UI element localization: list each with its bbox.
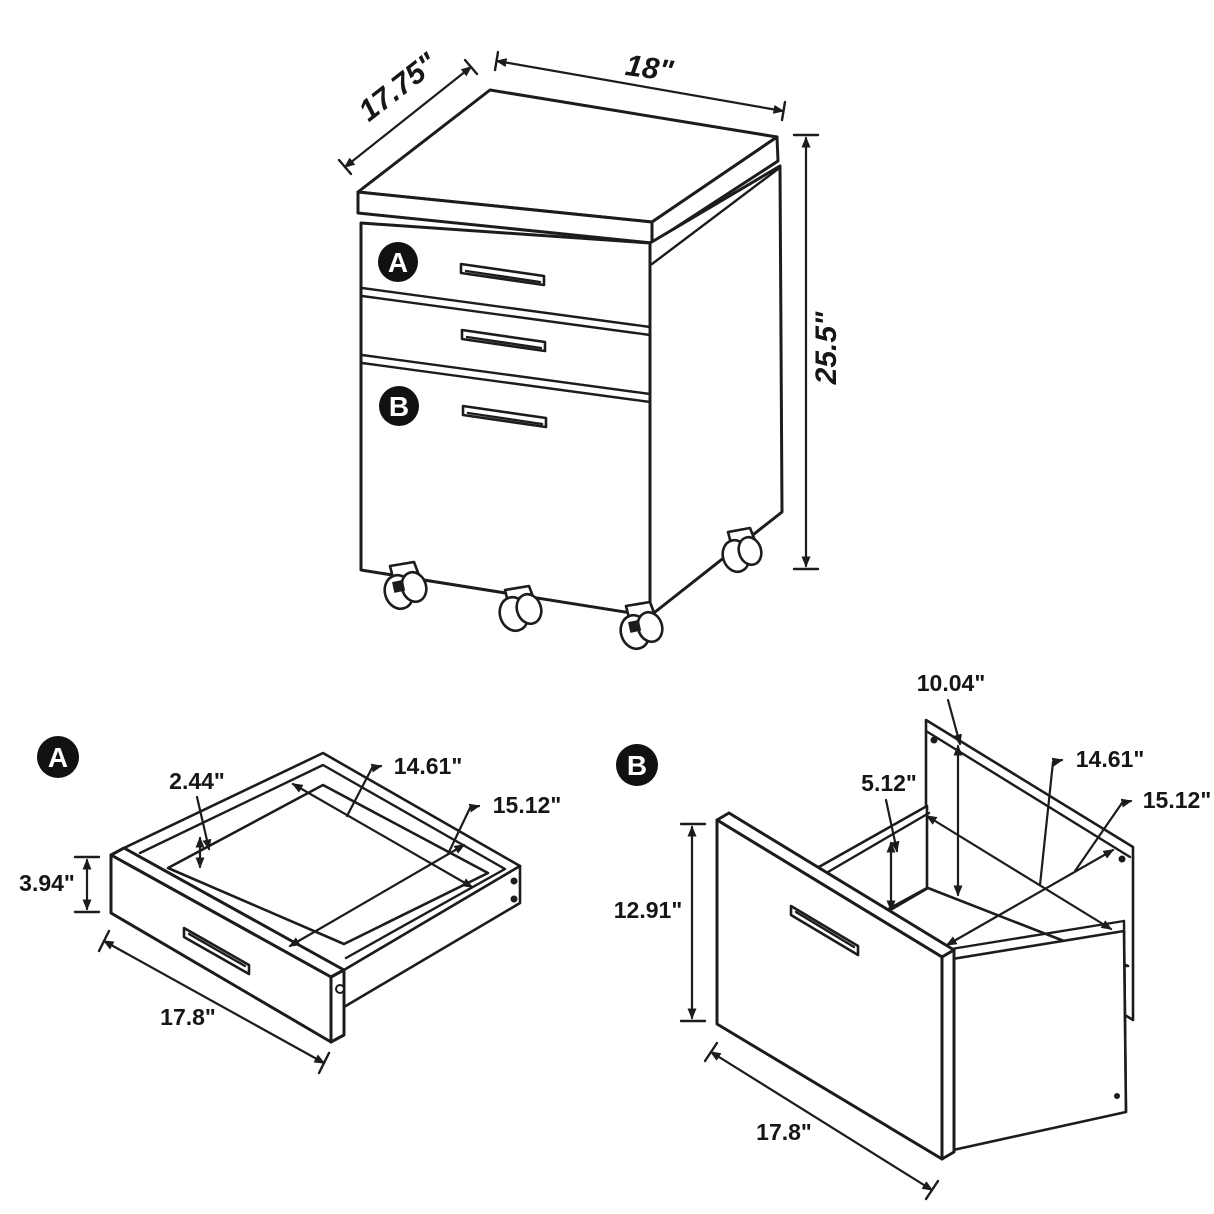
drawer-b-badge: B	[616, 744, 658, 786]
drawer-a-dim-inner-depth: 15.12"	[288, 792, 561, 948]
drawer-a-handle	[459, 262, 546, 287]
drawer-a-dim-front-height-label: 3.94"	[19, 870, 75, 896]
drawer-a-dim-front-width-label: 17.8"	[160, 1004, 216, 1030]
drawer-a-dim-inner-height-label: 2.44"	[169, 768, 225, 794]
cabinet-side-top-edge	[650, 167, 780, 266]
drawer-b-screw-hole-2	[1118, 855, 1126, 863]
cabinet-badge-b: B	[379, 386, 419, 426]
drawer-b-dim-back-height-label: 10.04"	[917, 670, 985, 696]
drawer-b-drawing: B 10.04" 5.12"	[614, 670, 1211, 1201]
drawer-mid-handle	[460, 328, 547, 353]
cabinet-dim-height: 25.5"	[792, 133, 843, 571]
drawer-a-dim-inner-width-label: 14.61"	[394, 753, 462, 779]
divider-1-top	[360, 286, 652, 329]
caster-front-right	[619, 600, 664, 651]
drawer-b-dim-side-height: 5.12"	[861, 770, 917, 912]
caster-front-middle	[498, 584, 543, 633]
cabinet-badge-a-letter: A	[388, 247, 408, 278]
drawer-a-cam-hole	[335, 984, 345, 994]
caster-back-right	[721, 526, 763, 574]
cabinet-dim-width-label: 18"	[623, 49, 675, 88]
drawer-b-dim-inner-depth-label: 15.12"	[1143, 787, 1211, 813]
cabinet-dim-height-label: 25.5"	[810, 311, 843, 385]
drawer-b-front-handle	[789, 904, 860, 957]
drawer-b-dim-front-width: 17.8"	[703, 1041, 940, 1201]
drawer-b-dim-front-height: 12.91"	[614, 822, 707, 1023]
drawer-b-screw-hole-1	[930, 736, 938, 744]
drawer-a-badge-letter: A	[48, 742, 68, 773]
divider-2-top	[360, 353, 652, 396]
drawer-b-right-side	[942, 929, 1128, 1154]
divider-2-bottom	[360, 361, 652, 404]
cabinet-badge-a: A	[378, 242, 418, 282]
drawer-a-dim-front-height: 3.94"	[19, 855, 101, 914]
drawer-a-dim-inner-height: 2.44"	[169, 768, 225, 869]
drawer-b-handle	[461, 404, 548, 429]
drawer-b-left-side-edge	[814, 811, 931, 881]
drawer-a-screw-hole-1	[510, 877, 518, 885]
drawer-b-dim-inner-width-label: 14.61"	[1076, 746, 1144, 772]
drawer-a-dim-inner-depth-label: 15.12"	[493, 792, 561, 818]
drawer-a-front-cap	[329, 968, 346, 1044]
drawer-b-front-cap	[940, 948, 956, 1161]
drawer-a-dim-inner-width: 14.61"	[291, 753, 474, 889]
drawer-b-screw-hole-3	[1114, 1093, 1120, 1099]
drawer-b-dim-side-height-label: 5.12"	[861, 770, 917, 796]
drawer-a-drawing: A 2.44" 14.61"	[19, 736, 561, 1075]
drawer-b-dim-inner-depth: 15.12"	[945, 787, 1211, 947]
cabinet-top-edge-right	[650, 135, 780, 245]
caster-front-left	[383, 560, 428, 611]
cabinet-dim-width: 18"	[493, 49, 787, 122]
drawer-b-right-side-edge	[1122, 919, 1128, 1114]
drawer-b-dim-front-height-label: 12.91"	[614, 897, 682, 923]
drawer-b-badge-letter: B	[627, 750, 647, 781]
drawer-a-badge: A	[37, 736, 79, 778]
divider-1-bottom	[360, 294, 652, 337]
cabinet-dim-depth-label: 17.75"	[353, 47, 444, 128]
cabinet-badge-b-letter: B	[389, 391, 409, 422]
drawer-a-dim-front-width: 17.8"	[97, 929, 331, 1075]
drawer-b-dim-front-width-label: 17.8"	[756, 1119, 812, 1145]
drawer-a-screw-hole-2	[510, 895, 518, 903]
cabinet-side-panel	[648, 164, 784, 618]
cabinet-drawing: A B	[337, 47, 843, 651]
